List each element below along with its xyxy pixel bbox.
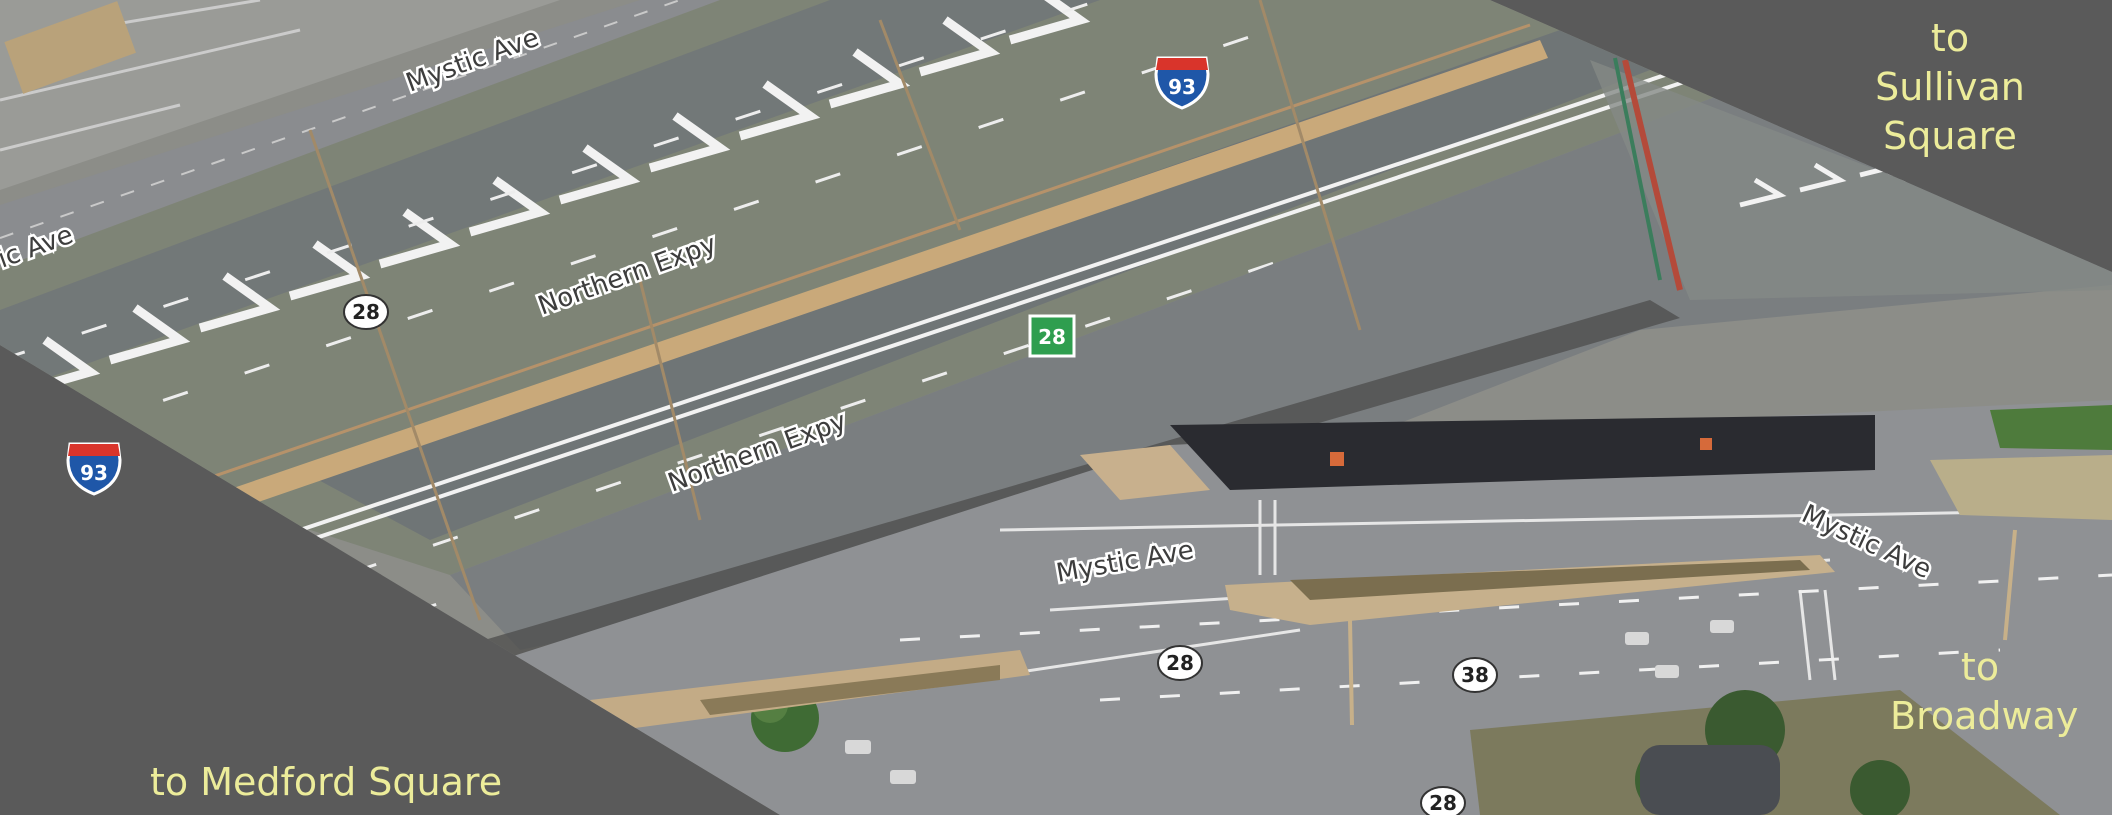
route-38-number: 38: [1461, 663, 1489, 687]
route-28-white-center-number: 28: [1166, 651, 1194, 675]
route-28-white-shield-bottom: 28: [1420, 786, 1466, 815]
route-28-green-shield: 28: [1028, 314, 1076, 358]
route-38-shield: 38: [1452, 657, 1498, 693]
route-28-white-shield-left: 28: [343, 294, 389, 330]
route-28-green-number: 28: [1038, 325, 1066, 349]
route-28-white-shield-center: 28: [1157, 645, 1203, 681]
route-28-white-left-number: 28: [352, 300, 380, 324]
interstate-shield-lower-number: 93: [80, 461, 108, 485]
interstate-shield-upper: 93: [1154, 56, 1210, 110]
interstate-shield-lower: 93: [66, 442, 122, 496]
interstate-shield-upper-number: 93: [1168, 75, 1196, 99]
route-28-white-bottom-number: 28: [1429, 791, 1457, 815]
destination-medford-square: to Medford Square: [150, 760, 503, 804]
